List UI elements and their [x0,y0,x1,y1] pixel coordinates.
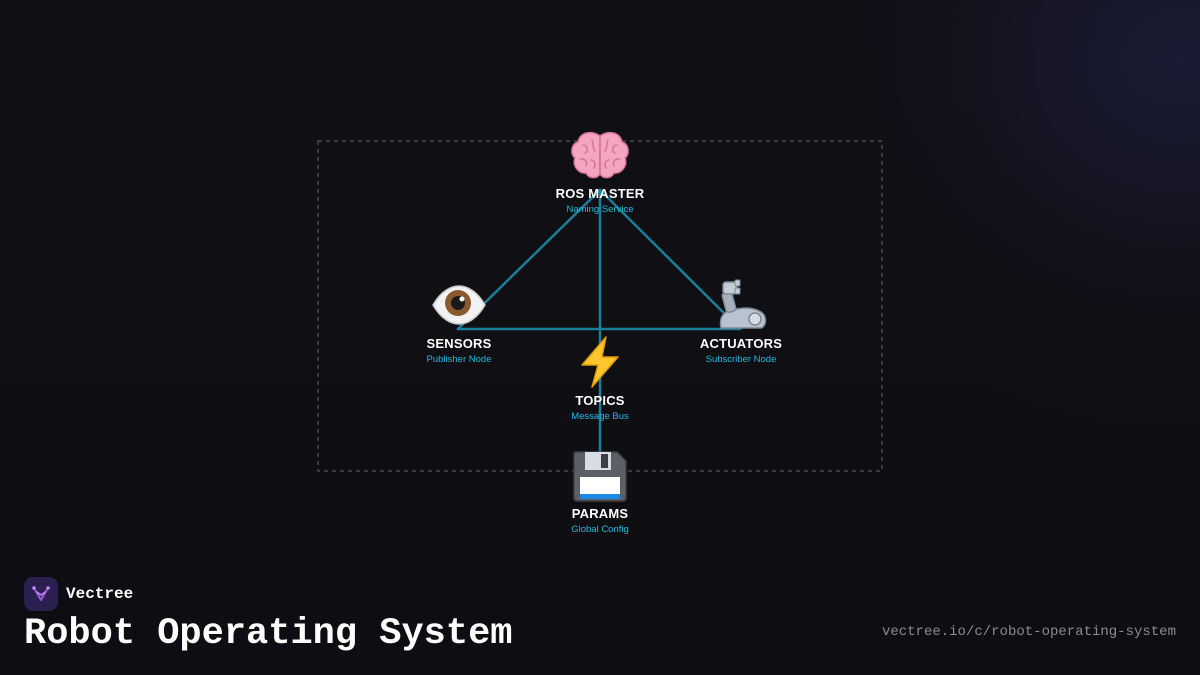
brain-icon [571,131,629,179]
floppy-disk-icon [573,451,627,502]
node-subtitle: Subscriber Node [705,354,777,365]
robot-arm-icon [719,279,767,329]
brand[interactable]: Vectree [24,577,133,611]
node-subtitle: Naming Service [566,204,634,215]
node-subtitle: Global Config [571,524,629,535]
vectree-logo-icon [24,577,58,611]
lightning-icon [581,336,619,388]
node-title: PARAMS [571,506,629,521]
node-title: ACTUATORS [699,336,783,351]
vectree-logo-mark [32,586,50,601]
node-sensors[interactable]: SENSORS Publisher Node [379,278,539,365]
node-title: TOPICS [575,393,625,408]
node-subtitle: Publisher Node [426,354,492,365]
page-title: Robot Operating System [24,613,513,655]
eye-icon [432,285,486,325]
page-url[interactable]: vectree.io/c/robot-operating-system [881,624,1176,640]
node-topics[interactable]: TOPICS Message Bus [520,335,680,422]
node-ros-master[interactable]: ROS MASTER Naming Service [520,128,680,215]
edge-master-actuators [598,188,742,331]
node-title: ROS MASTER [555,186,645,201]
node-actuators[interactable]: ACTUATORS Subscriber Node [661,278,821,365]
node-title: SENSORS [426,336,492,351]
node-subtitle: Message Bus [571,411,629,422]
brand-name: Vectree [66,585,134,603]
node-params[interactable]: PARAMS Global Config [520,448,680,535]
